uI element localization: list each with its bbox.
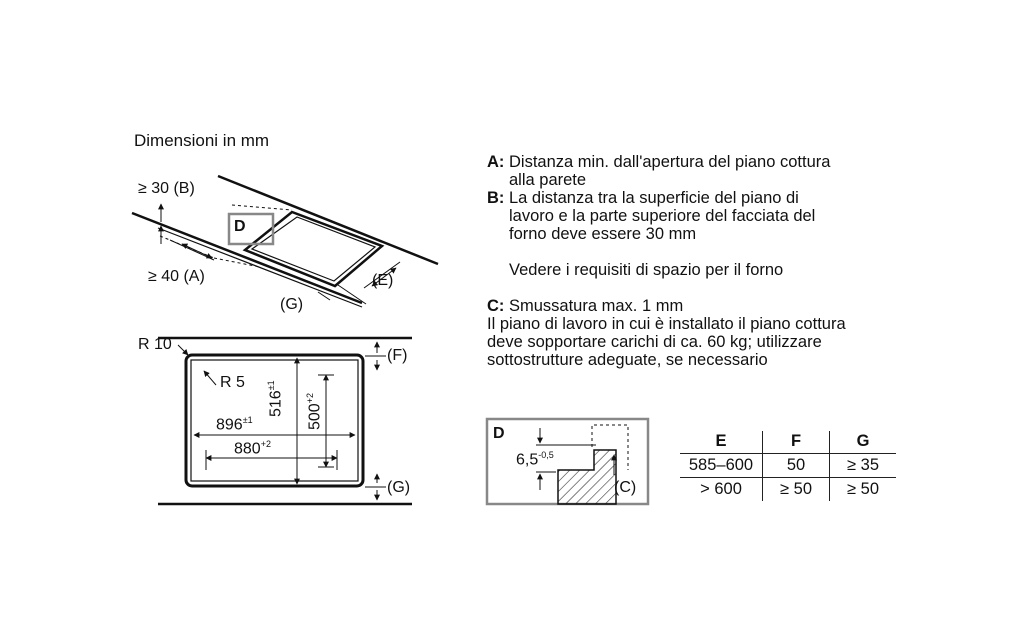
- table-header-e: E: [680, 431, 763, 454]
- legend: A:Distanza min. dall'apertura del piano …: [487, 153, 907, 369]
- label-g-plan: (G): [387, 479, 411, 496]
- legend-key-a: A:: [487, 153, 505, 171]
- legend-key-b: B:: [487, 189, 505, 207]
- table-cell: > 600: [700, 480, 742, 498]
- dim-880: 880+2: [234, 439, 271, 458]
- label-d: D: [234, 218, 246, 235]
- dim-500: 500+2: [305, 393, 324, 430]
- detail-label-c: (C): [614, 479, 637, 496]
- detail-d: [485, 417, 650, 506]
- legend-b-line1: La distanza tra la superficie del piano …: [509, 189, 799, 207]
- legend-b-note: Vedere i requisiti di spazio per il forn…: [509, 261, 784, 279]
- label-r5: R 5: [220, 374, 245, 391]
- legend-c-line1: Smussatura max. 1 mm: [509, 297, 684, 315]
- label-r10: R 10: [138, 336, 172, 353]
- table-row: > 600 ≥ 50 ≥ 50: [680, 477, 896, 501]
- page-title: Dimensioni in mm: [134, 131, 270, 150]
- legend-c-para2: deve sopportare carichi di ca. 60 kg; ut…: [487, 333, 822, 351]
- label-e: (E): [372, 272, 394, 289]
- table-cell: ≥ 50: [829, 477, 896, 501]
- label-b: ≥ 30 (B): [138, 180, 195, 197]
- legend-a-line2: alla parete: [509, 171, 587, 189]
- label-f: (F): [387, 347, 408, 364]
- label-a: ≥ 40 (A): [148, 268, 205, 285]
- table-row: 585–600 50 ≥ 35: [680, 453, 896, 478]
- table-header-row: E F G: [680, 431, 896, 454]
- table-cell: 50: [762, 453, 830, 478]
- detail-dim: 6,5-0,5: [516, 450, 554, 469]
- dim-516: 516±1: [266, 380, 285, 417]
- legend-b-line3: forno deve essere 30 mm: [509, 225, 697, 243]
- legend-b-line2: lavoro e la parte superiore del facciata…: [509, 207, 816, 225]
- legend-key-c: C:: [487, 297, 505, 315]
- detail-label-d: D: [493, 425, 505, 442]
- dim-896: 896±1: [216, 415, 253, 434]
- clearance-table: E F G 585–600 50 ≥ 35 > 600 ≥ 50 ≥ 50: [680, 431, 896, 501]
- installation-isometric: [131, 174, 439, 308]
- table-cell: ≥ 50: [762, 477, 830, 501]
- legend-c-para3: sottostrutture adeguate, se necessario: [487, 351, 768, 369]
- legend-c-para1: Il piano di lavoro in cui è installato i…: [487, 315, 846, 333]
- table-cell: ≥ 35: [829, 453, 896, 478]
- table-header-g: G: [829, 431, 896, 454]
- label-g-top: (G): [280, 296, 304, 313]
- table-cell: 585–600: [680, 453, 763, 478]
- legend-a-line1: Distanza min. dall'apertura del piano co…: [509, 153, 831, 171]
- table-header-f: F: [762, 431, 830, 454]
- cutout-plan: [158, 336, 412, 506]
